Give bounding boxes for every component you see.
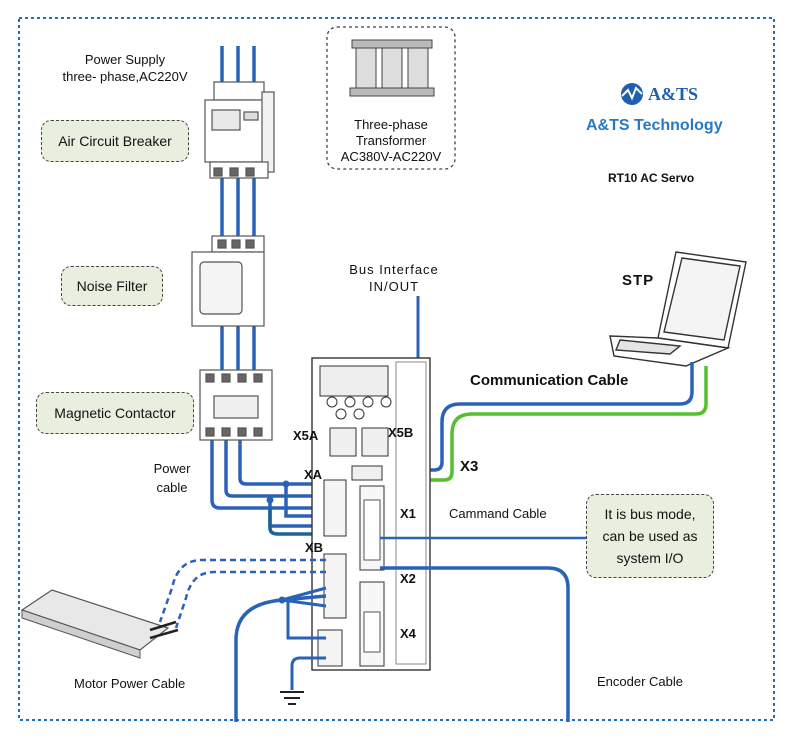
encoder-cable <box>380 566 570 722</box>
brand-full: A&TS Technology <box>586 117 723 134</box>
noise-filter-label: Noise Filter <box>76 278 148 294</box>
bus-mode-line2: can be used as <box>602 528 698 544</box>
braking-resistor-cables <box>158 558 326 629</box>
power-cable-line1: Power <box>153 461 191 476</box>
noise-filter-bubble: Noise Filter <box>61 266 163 306</box>
product-name: RT10 AC Servo <box>608 171 695 185</box>
ground-icon <box>280 691 304 705</box>
air-circuit-breaker <box>204 81 275 179</box>
transformer-line2: Transformer <box>355 133 427 148</box>
bus-interface-label: Bus Interface IN/OUT <box>344 261 444 295</box>
command-cable-label: Cammand Cable <box>449 506 547 521</box>
magnetic-contactor-bubble: Magnetic Contactor <box>36 392 194 434</box>
air-circuit-breaker-bubble: Air Circuit Breaker <box>41 120 189 162</box>
servo-drive <box>311 357 431 671</box>
transformer-icon <box>349 39 435 97</box>
encoder-cable-label: Encoder Cable <box>597 674 683 689</box>
bus-mode-line3: system I/O <box>616 550 684 566</box>
port-x1: X1 <box>400 506 416 521</box>
port-xb: XB <box>305 540 324 555</box>
ground-wire <box>290 656 326 690</box>
communication-cable-green <box>392 366 708 482</box>
motor-power-cable-label: Motor Power Cable <box>74 676 186 691</box>
port-x3: X3 <box>460 458 479 475</box>
stp-label: STP <box>622 272 655 289</box>
bus-mode-bubble: It is bus mode, can be used as system I/… <box>586 494 714 578</box>
power-supply-line1: Power Supply <box>84 52 166 67</box>
brand-short: A&TS <box>648 84 699 104</box>
transformer-line1: Three-phase <box>354 117 428 132</box>
motor-power-branches <box>281 586 327 640</box>
communication-cable-blue <box>390 362 694 472</box>
braking-resistor <box>20 589 179 659</box>
xa-bridge <box>268 508 320 536</box>
port-x5b: X5B <box>388 425 414 440</box>
port-x5a: X5A <box>293 428 319 443</box>
outer-frame <box>18 17 775 721</box>
air-circuit-breaker-label: Air Circuit Breaker <box>58 133 172 149</box>
bus-interface-line1: Bus Interface <box>349 262 439 277</box>
power-cable-label: Power cable <box>142 459 202 497</box>
bus-interface-line2: IN/OUT <box>368 279 420 294</box>
power-supply-line2: three- phase,AC220V <box>62 69 188 84</box>
port-xa: XA <box>304 467 323 482</box>
junction-dot <box>266 496 274 504</box>
transformer-label: Three-phase Transformer AC380V-AC220V <box>330 117 452 165</box>
transformer-line3: AC380V-AC220V <box>340 149 442 164</box>
communication-cable-label: Communication Cable <box>470 372 629 389</box>
port-x2: X2 <box>400 571 416 586</box>
power-cable-line2: cable <box>156 480 188 495</box>
bus-mode-text: It is bus mode, can be used as system I/… <box>603 503 698 569</box>
magnetic-contactor <box>199 369 273 441</box>
port-x4: X4 <box>400 626 416 641</box>
laptop-icon <box>609 251 747 367</box>
brand-logo <box>621 83 643 105</box>
magnetic-contactor-label: Magnetic Contactor <box>54 405 176 421</box>
motor-junction-dot <box>278 596 286 604</box>
junction-dot <box>282 480 290 488</box>
bus-mode-line1: It is bus mode, <box>604 506 696 522</box>
noise-filter <box>191 235 265 327</box>
power-supply-label: Power Supply three- phase,AC220V <box>30 51 220 85</box>
